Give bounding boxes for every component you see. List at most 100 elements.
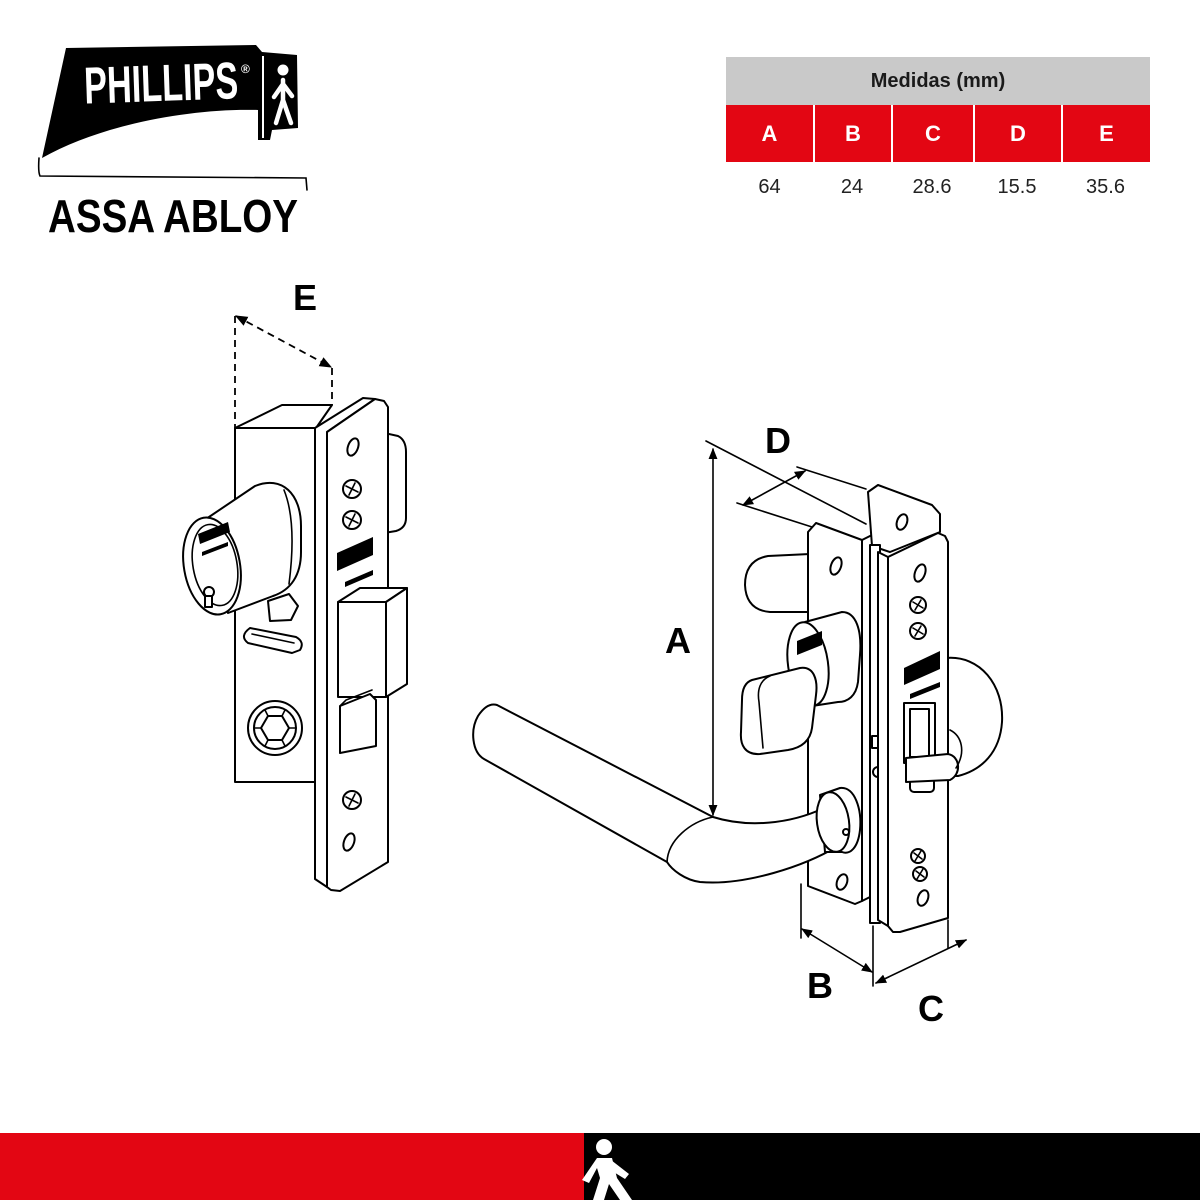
logo-banner	[42, 45, 298, 158]
person-icon-body	[271, 77, 295, 126]
front-faceplate-screw-1	[909, 596, 927, 614]
registered-mark: ®	[241, 62, 250, 76]
dimension-e: E	[234, 277, 333, 428]
follower-hex-socket	[260, 715, 290, 741]
column-header-a: A	[761, 121, 778, 146]
person-icon-head	[277, 64, 289, 76]
opposite-lever-end	[905, 753, 959, 783]
screw-cross	[345, 482, 359, 496]
faceplate-screw-1	[342, 479, 362, 499]
front-faceplate-hole-top	[913, 563, 927, 583]
back-plate-hole-bottom	[835, 873, 849, 891]
faceplate-logo-banner	[337, 537, 373, 571]
dimension-d-label: D	[765, 420, 791, 461]
rear-faceplate-hole	[895, 513, 909, 531]
value-e: 35.6	[1086, 176, 1125, 198]
screw-cross	[912, 599, 924, 611]
opposite-lever	[945, 656, 1004, 777]
front-faceplate-hole-bottom	[916, 889, 930, 907]
cylinder-logo-text	[202, 542, 228, 556]
front-latch-bolt	[909, 708, 930, 758]
footer-person-icon	[582, 1139, 632, 1200]
lever-rose-face	[815, 791, 851, 853]
front-faceplate-edge	[877, 551, 889, 927]
person-icon	[271, 64, 295, 126]
deadbolt	[337, 587, 408, 698]
dimension-c-label: C	[918, 988, 944, 1029]
screw-cross	[912, 625, 924, 637]
lever-lock-drawing: A D B C	[472, 420, 1004, 1029]
lever-handle-body	[472, 703, 839, 884]
lever-handle-seam	[666, 816, 714, 863]
screw-cross	[345, 513, 359, 527]
phillips-logo: PHILLIPS ®	[42, 45, 298, 158]
footer-person-head	[596, 1139, 612, 1155]
keyhole-slot	[204, 595, 213, 608]
dimension-d-extension-1	[736, 502, 813, 528]
footer-person-arm	[611, 1160, 629, 1179]
dimension-e-label: E	[293, 277, 317, 318]
logo-divider-line	[37, 157, 308, 191]
case-top-face	[234, 404, 333, 429]
column-header-c: C	[891, 105, 973, 162]
dimension-e-line	[234, 315, 333, 368]
footer-bar	[0, 1133, 1200, 1200]
value-a: 64	[758, 176, 781, 198]
table-values-row: 64 24 28.6 15.5 35.6	[726, 162, 1150, 212]
opposite-lever-contour	[949, 729, 963, 769]
latch-bolt	[339, 689, 377, 754]
assa-abloy-wordmark: ASSA ABLOY	[48, 190, 298, 242]
front-faceplate-screw-4	[912, 866, 928, 882]
dimension-b-line	[801, 928, 873, 973]
latch-top-edge	[339, 689, 373, 707]
key-cylinder	[182, 481, 302, 616]
logo-wordmark: PHILLIPS	[83, 52, 239, 115]
faceplate-logo-text	[345, 570, 373, 587]
thumb-turn-knob-edge	[757, 675, 771, 749]
dimension-d-extension-2	[796, 466, 867, 490]
front-faceplate-logo	[904, 651, 940, 699]
deadbolt-side	[385, 587, 408, 698]
front-latch	[903, 702, 936, 764]
dimension-c: C	[874, 919, 968, 1029]
column-header-e: E	[1061, 105, 1150, 162]
guide-slot-inner	[251, 633, 295, 644]
thumb-turn-knob	[739, 666, 818, 756]
value-d: 15.5	[997, 176, 1037, 198]
column-header-b: B	[813, 105, 891, 162]
cylinder-lock-drawing: E	[182, 277, 408, 892]
cylinder-rear-rim	[283, 489, 293, 585]
faceplate-screw-3	[342, 790, 362, 810]
screw-cross	[915, 868, 925, 880]
dimension-d-line	[742, 470, 806, 506]
keyhole-icon	[203, 586, 215, 608]
lever-handle	[472, 703, 862, 884]
thumb-turn-logo	[797, 631, 822, 655]
dimension-b: B	[800, 883, 874, 1006]
dimension-d: D	[736, 420, 867, 528]
value-c: 28.6	[912, 176, 952, 198]
deadbolt-front	[337, 601, 387, 698]
guide-slot	[243, 627, 303, 654]
rear-lever-stub	[744, 553, 811, 613]
footer-red-band	[0, 1133, 584, 1200]
footer-black-band	[584, 1133, 1200, 1200]
screw-cross	[345, 793, 359, 807]
hex-follower	[247, 700, 303, 756]
dimension-a-label: A	[665, 620, 691, 661]
cylinder-front-face	[182, 516, 242, 616]
column-header-d: D	[973, 105, 1061, 162]
footer-person-body	[582, 1158, 632, 1200]
cam-lever	[267, 593, 299, 622]
faceplate-mount-hole-bottom	[342, 832, 356, 852]
table-header-row: A B C D E	[726, 105, 1150, 162]
table-title: Medidas (mm)	[726, 57, 1150, 105]
front-faceplate-screw-3	[910, 848, 926, 864]
faceplate-mount-hole-top	[346, 437, 360, 457]
value-b: 24	[840, 176, 864, 198]
lever-set-screw	[842, 828, 850, 836]
screw-cross	[913, 850, 923, 862]
cylinder-front-ring	[191, 523, 239, 607]
dimension-b-label: B	[807, 965, 833, 1006]
thumb-turn	[739, 611, 862, 756]
